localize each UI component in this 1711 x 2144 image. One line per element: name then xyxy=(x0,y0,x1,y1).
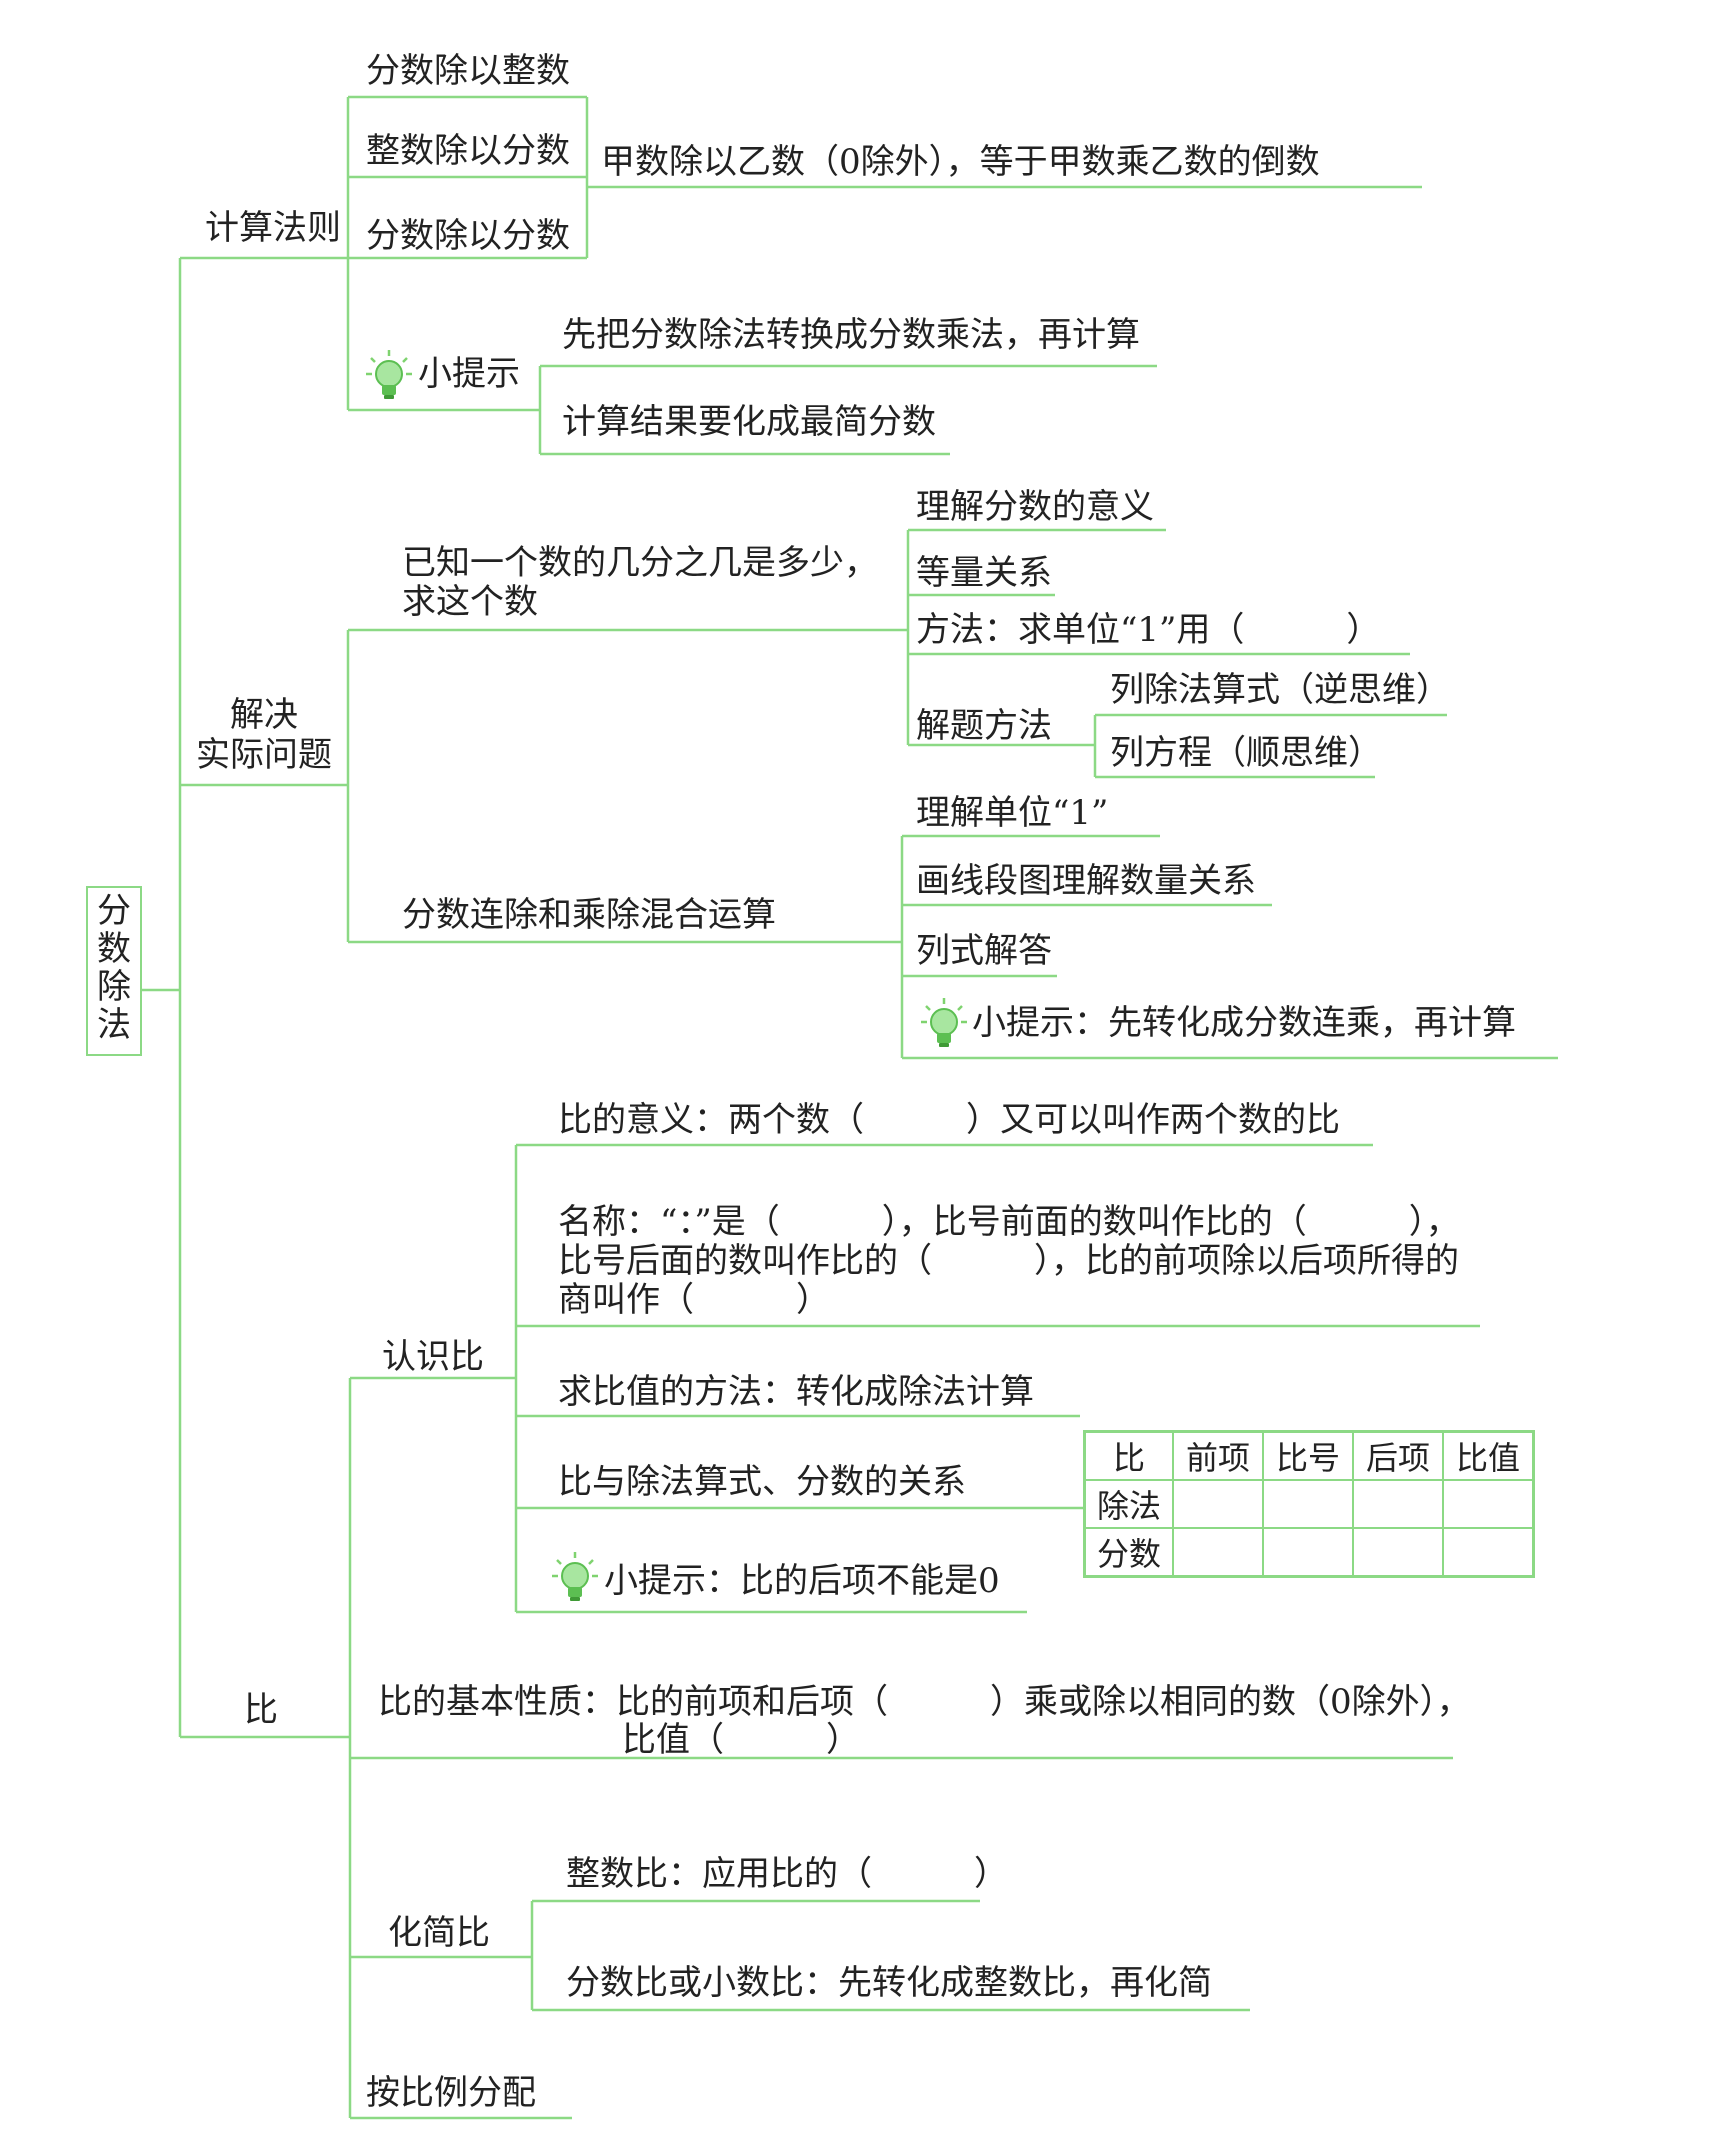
root-node: 分 数 除 法 xyxy=(86,886,142,1056)
ratio-simplify-item: 分数比或小数比：先转化成整数比，再化简 xyxy=(566,1963,1212,2003)
calc-rule: 整数除以分数 xyxy=(366,131,570,171)
ratio-simplify-item: 整数比：应用比的（ ） xyxy=(566,1854,1008,1894)
solve-method: 列方程（顺思维） xyxy=(1110,733,1382,773)
ratio-property: 比值（ ） xyxy=(622,1720,860,1760)
table-cell xyxy=(1172,1479,1264,1529)
solve-q2: 分数连除和乘除混合运算 xyxy=(402,895,776,935)
root-char: 分 xyxy=(97,891,131,931)
table-cell xyxy=(1442,1527,1535,1578)
solve-q1-item: 解题方法 xyxy=(916,706,1052,746)
ratio-tip: 小提示：比的后项不能是0 xyxy=(604,1561,1000,1601)
root-char: 数 xyxy=(97,929,131,969)
table-row: 比 前项 比号 后项 比值 xyxy=(1083,1430,1535,1481)
solve-q2-item: 画线段图理解数量关系 xyxy=(916,861,1256,901)
calc-tip-label: 小提示 xyxy=(418,354,520,394)
table-header-cell: 前项 xyxy=(1172,1430,1264,1481)
calc-tip: 先把分数除法转换成分数乘法，再计算 xyxy=(562,315,1140,355)
solve-q2-item: 列式解答 xyxy=(916,931,1052,971)
ratio-relation-table: 比 前项 比号 后项 比值 除法 分数 xyxy=(1083,1430,1535,1578)
table-row: 分数 xyxy=(1083,1527,1535,1578)
solve-q1-item: 等量关系 xyxy=(916,553,1052,593)
table-cell xyxy=(1352,1527,1444,1578)
ratio-allocate: 按比例分配 xyxy=(366,2073,536,2113)
table-header-cell: 比值 xyxy=(1442,1430,1535,1481)
solve-method: 列除法算式（逆思维） xyxy=(1110,670,1450,710)
solve-label: 实际问题 xyxy=(196,735,332,775)
ratio-name: 名称：“：”是（ ），比号前面的数叫作比的（ ）， xyxy=(558,1202,1460,1242)
table-cell: 除法 xyxy=(1083,1479,1174,1529)
table-cell xyxy=(1262,1527,1354,1578)
lightbulb-icon xyxy=(366,350,412,399)
solve-q1-item: 方法：求单位“1”用（ ） xyxy=(916,610,1381,650)
solve-q2-item: 理解单位“1” xyxy=(916,793,1109,833)
solve-q1: 已知一个数的几分之几是多少， xyxy=(402,543,878,583)
table-header-cell: 比号 xyxy=(1262,1430,1354,1481)
ratio-meaning: 比的意义：两个数（ ）又可以叫作两个数的比 xyxy=(558,1100,1340,1140)
table-header-cell: 比 xyxy=(1083,1430,1174,1481)
root-char: 法 xyxy=(97,1005,131,1045)
lightbulb-icon xyxy=(921,998,967,1047)
calc-rule: 分数除以整数 xyxy=(366,51,570,91)
solve-q1-item: 理解分数的意义 xyxy=(916,487,1154,527)
ratio-value-method: 求比值的方法：转化成除法计算 xyxy=(558,1372,1034,1412)
table-cell xyxy=(1172,1527,1264,1578)
root-char: 除 xyxy=(97,967,131,1007)
calc-tip: 计算结果要化成最简分数 xyxy=(562,402,936,442)
lightbulb-icon xyxy=(552,1552,598,1601)
table-cell xyxy=(1352,1479,1444,1529)
calc-label: 计算法则 xyxy=(205,208,341,248)
ratio-relation: 比与除法算式、分数的关系 xyxy=(558,1462,966,1502)
table-cell xyxy=(1262,1479,1354,1529)
table-header-cell: 后项 xyxy=(1352,1430,1444,1481)
ratio-name: 比号后面的数叫作比的（ ），比的前项除以后项所得的 xyxy=(558,1241,1459,1281)
ratio-property: 比的基本性质：比的前项和后项（ ）乘或除以相同的数（0除外）， xyxy=(378,1682,1471,1722)
calc-rule: 分数除以分数 xyxy=(366,216,570,256)
solve-q2-tip: 小提示：先转化成分数连乘，再计算 xyxy=(972,1003,1516,1043)
solve-q1: 求这个数 xyxy=(402,582,538,622)
ratio-know: 认识比 xyxy=(382,1337,484,1377)
ratio-simplify: 化简比 xyxy=(388,1913,490,1953)
table-cell: 分数 xyxy=(1083,1527,1174,1578)
solve-label: 解决 xyxy=(230,695,298,735)
table-row: 除法 xyxy=(1083,1479,1535,1529)
ratio-label: 比 xyxy=(244,1690,278,1730)
table-cell xyxy=(1442,1479,1535,1529)
calc-rule-text: 甲数除以乙数（0除外），等于甲数乘乙数的倒数 xyxy=(601,142,1320,182)
ratio-name: 商叫作（ ） xyxy=(558,1280,830,1320)
